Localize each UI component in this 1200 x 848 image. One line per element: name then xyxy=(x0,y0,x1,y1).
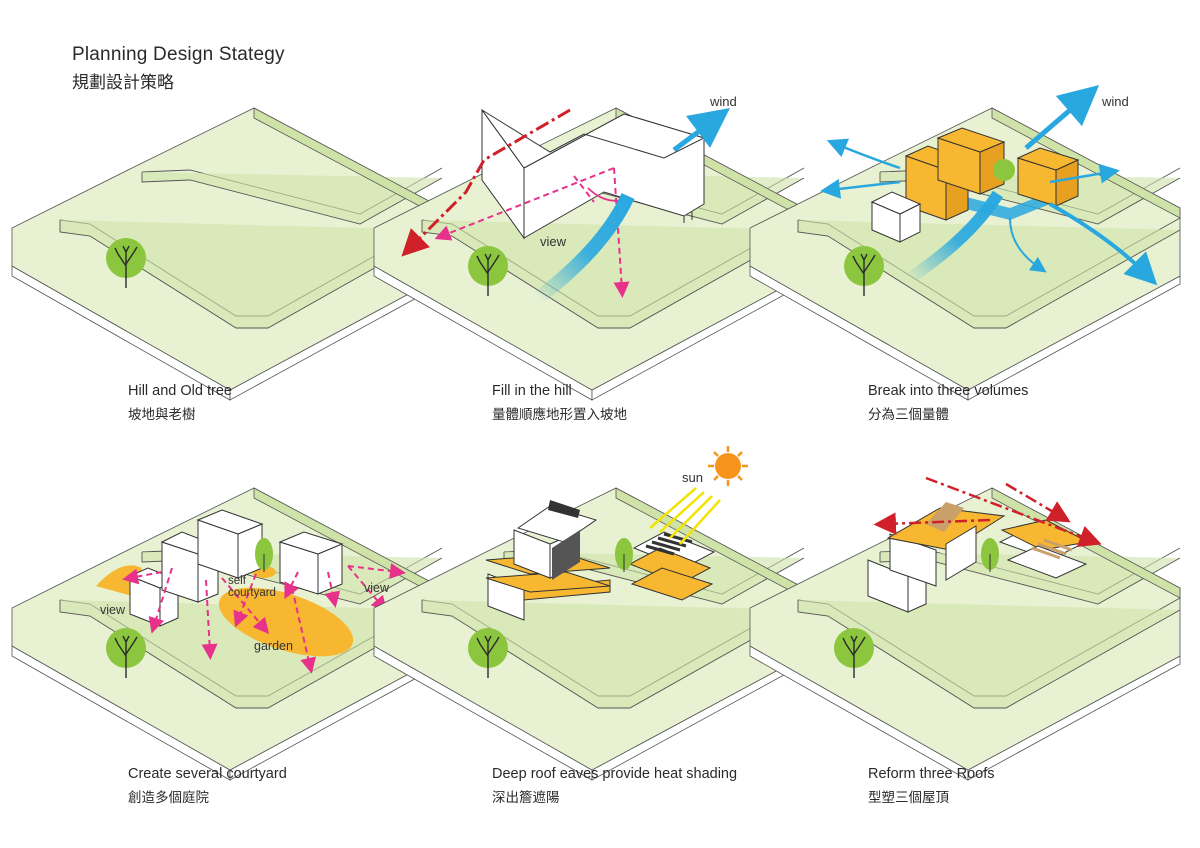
caption-4-zh: 創造多個庭院 xyxy=(128,790,209,805)
caption-2: Fill in the hill 量體順應地形置入坡地 xyxy=(492,383,627,423)
label-view: view xyxy=(540,234,567,249)
label-wind: wind xyxy=(709,94,737,109)
panel-fill: view wind xyxy=(373,94,805,401)
panel-eaves: sun xyxy=(373,446,805,781)
caption-3-zh: 分為三個量體 xyxy=(868,407,949,422)
label-view-left: view xyxy=(100,603,126,617)
caption-5: Deep roof eaves provide heat shading 深出簷… xyxy=(492,766,737,806)
caption-1: Hill and Old tree 坡地與老樹 xyxy=(128,383,232,423)
caption-2-zh: 量體順應地形置入坡地 xyxy=(492,407,627,422)
title-zh: 規劃設計策略 xyxy=(72,73,174,92)
label-sun: sun xyxy=(682,470,703,485)
roofs-building xyxy=(867,502,1090,613)
caption-1-zh: 坡地與老樹 xyxy=(128,407,196,422)
caption-2-en: Fill in the hill xyxy=(492,383,572,399)
title-en: Planning Design Stategy xyxy=(72,44,285,65)
caption-3-en: Break into three volumes xyxy=(868,383,1029,399)
caption-3: Break into three volumes 分為三個量體 xyxy=(868,383,1028,423)
caption-4-en: Create several courtyard xyxy=(128,766,287,782)
caption-6: Reform three Roofs 型塑三個屋頂 xyxy=(868,766,995,806)
label-courtyard: courtyard xyxy=(228,587,276,599)
label-self: self xyxy=(228,575,247,587)
white-block xyxy=(870,191,922,243)
label-garden: garden xyxy=(254,639,293,653)
sun-icon xyxy=(715,453,741,479)
caption-6-zh: 型塑三個屋頂 xyxy=(868,790,949,805)
eaves-building xyxy=(485,500,716,621)
panel-break: wind xyxy=(749,84,1181,401)
caption-6-en: Reform three Roofs xyxy=(868,766,995,782)
header: Planning Design Stategy 規劃設計策略 xyxy=(72,44,285,93)
caption-1-en: Hill and Old tree xyxy=(128,383,232,399)
label-wind-2: wind xyxy=(1101,94,1129,109)
label-view-right: view xyxy=(364,581,390,595)
caption-5-en: Deep roof eaves provide heat shading xyxy=(492,766,738,782)
l-block xyxy=(481,108,706,240)
volume-2 xyxy=(936,127,1006,195)
caption-5-zh: 深出簷遮陽 xyxy=(492,790,560,805)
panel-courtyard: view view self courtyard garden xyxy=(11,487,443,781)
panel-roofs xyxy=(749,476,1181,781)
volume-3 xyxy=(1016,147,1080,207)
caption-4: Create several courtyard 創造多個庭院 xyxy=(128,766,287,806)
